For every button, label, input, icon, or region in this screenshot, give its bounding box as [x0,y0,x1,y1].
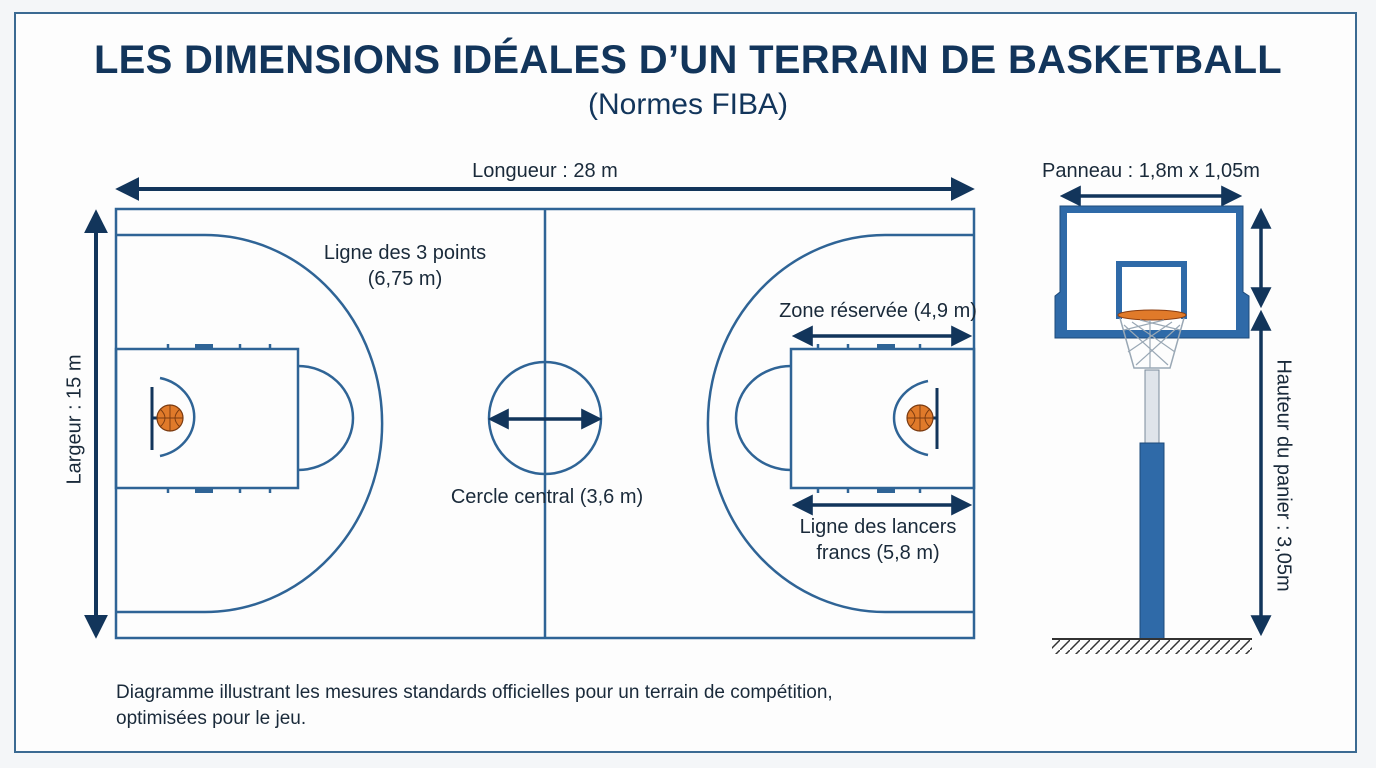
center-circle-label: Cercle central (3,6 m) [450,486,644,508]
caption-line-2: optimisées pour le jeu. [116,708,307,729]
left-ball-icon [156,404,184,432]
free-throw-label-2: francs (5,8 m) [816,542,940,564]
hoop-illustration [1052,185,1272,654]
page-subtitle: (Normes FIBA) [587,88,788,121]
page-title: LES DIMENSIONS IDÉALES D’UN TERRAIN DE B… [93,38,1283,82]
right-ball-icon [906,404,934,432]
three-point-label-2: (6,75 m) [367,268,443,290]
diagram-frame [14,12,1357,753]
caption: Diagramme illustrant les mesures standar… [116,680,996,732]
length-label: Longueur : 28 m [472,160,618,182]
caption-line-1: Diagramme illustrant les mesures standar… [116,682,833,703]
width-label: Largeur : 15 m [63,354,86,485]
three-point-label-1: Ligne des 3 points [323,242,487,264]
free-throw-label-1: Ligne des lancers [799,516,957,538]
backboard-label: Panneau : 1,8m x 1,05m [1042,160,1260,182]
restricted-zone-label: Zone réservée (4,9 m) [779,300,977,322]
court-lines [114,207,976,640]
hoop-height-label: Hauteur du panier : 3,05m [1272,359,1295,592]
